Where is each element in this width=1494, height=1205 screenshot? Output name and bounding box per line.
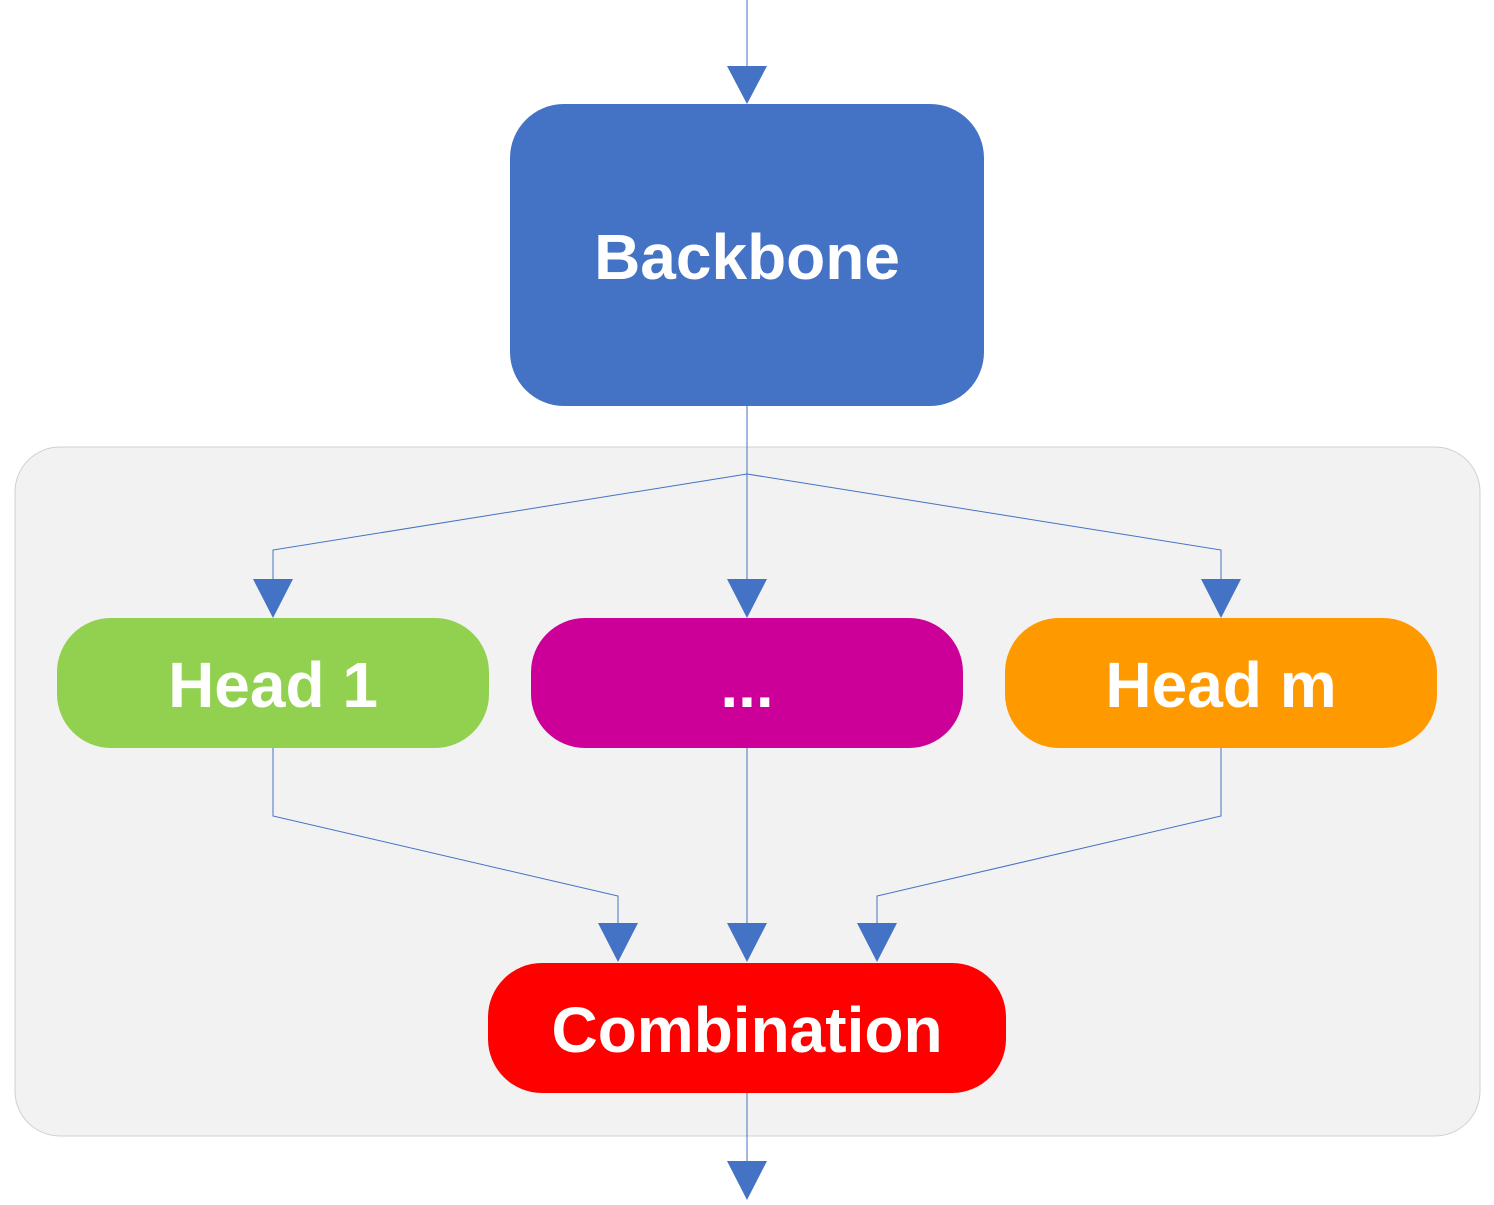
arrowhead-head-ellipsis — [727, 579, 767, 618]
head-m-label: Head m — [1105, 649, 1336, 721]
backbone-box — [510, 104, 984, 406]
combination-node: Combination — [488, 963, 1006, 1093]
backbone-node: Backbone — [510, 104, 984, 406]
edge-backbone-to-head-1 — [272, 473, 748, 582]
edge-head-m-to-combination — [876, 748, 1222, 926]
head-m-box — [1005, 618, 1437, 748]
arrowhead-head-m — [1201, 579, 1241, 618]
arrowhead-head-1 — [253, 579, 293, 618]
edges — [253, 0, 1241, 1200]
head-1-node: Head 1 — [57, 618, 489, 748]
head-ellipsis-box — [531, 618, 963, 748]
arrowhead-combination-left — [598, 923, 638, 962]
arrowhead-combination-right — [857, 923, 897, 962]
arrowhead-output — [727, 1161, 767, 1200]
combination-box — [488, 963, 1006, 1093]
arrowhead-backbone — [727, 66, 767, 104]
head-m-node: Head m — [1005, 618, 1437, 748]
head-1-label: Head 1 — [168, 649, 378, 721]
head-ellipsis-label: ... — [720, 649, 773, 721]
arrowhead-combination-center — [727, 923, 767, 962]
head-1-box — [57, 618, 489, 748]
combination-label: Combination — [551, 994, 942, 1066]
edge-head-1-to-combination — [272, 748, 619, 926]
backbone-label: Backbone — [594, 221, 900, 293]
head-ellipsis-node: ... — [531, 618, 963, 748]
edge-backbone-to-head-m — [746, 473, 1222, 582]
